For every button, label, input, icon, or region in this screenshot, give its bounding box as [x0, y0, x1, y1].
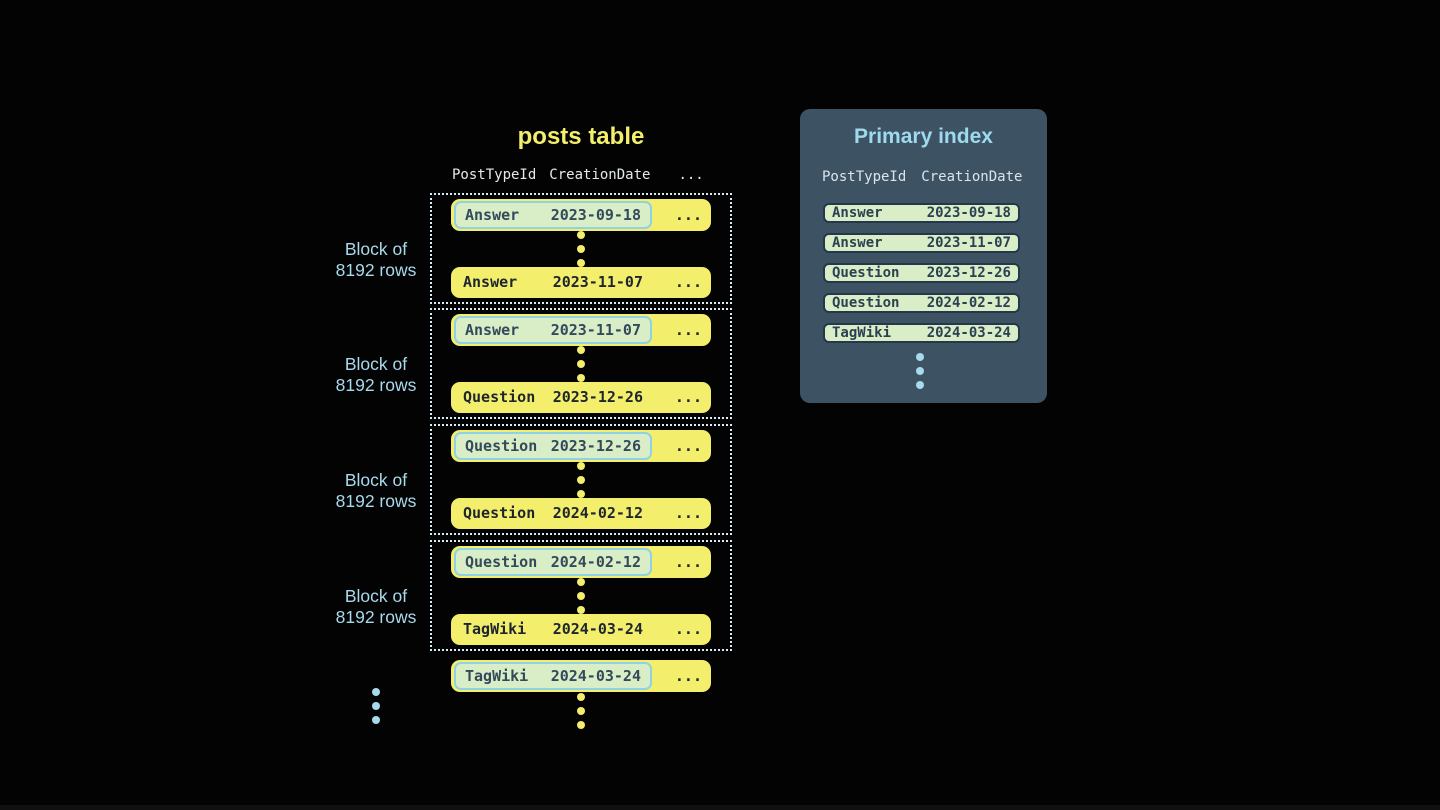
- table-row: TagWiki 2024-03-24 ...: [451, 613, 711, 645]
- row-more-columns: ...: [674, 667, 702, 685]
- index-posttypeid: Answer: [832, 235, 883, 251]
- index-entry: TagWiki 2024-03-24: [823, 323, 1020, 343]
- posts-table-title: posts table: [517, 123, 645, 150]
- row-key-badge: Question 2023-12-26: [454, 431, 652, 460]
- table-row-next-block: TagWiki 2024-03-24 ...: [451, 660, 711, 692]
- row-block-4: Question 2024-02-12 ... TagWiki 2024-03-…: [430, 540, 732, 651]
- primary-index-panel: Primary index PostTypeId CreationDate An…: [800, 109, 1047, 403]
- row-key: Question 2023-12-26: [454, 383, 652, 411]
- index-creationdate: 2023-09-18: [926, 205, 1011, 221]
- index-entry: Question 2024-02-12: [823, 293, 1020, 313]
- index-posttypeid: Question: [832, 295, 900, 311]
- more-rows-ellipsis-dots: [577, 693, 585, 729]
- index-entry: Answer 2023-09-18: [823, 203, 1020, 223]
- index-creationdate: 2023-11-07: [926, 235, 1011, 251]
- row-more-columns: ...: [674, 620, 702, 639]
- more-index-entries-ellipsis-dots: [916, 353, 924, 389]
- index-posttypeid: TagWiki: [832, 325, 892, 341]
- table-row: Question 2024-02-12 ...: [451, 497, 711, 529]
- row-posttypeid: Answer: [465, 205, 520, 224]
- index-header-creationdate: CreationDate: [921, 169, 1023, 185]
- table-row: Question 2023-12-26 ...: [451, 381, 711, 413]
- row-more-columns: ...: [674, 436, 702, 455]
- primary-index-title: Primary index: [854, 125, 993, 148]
- row-key: Question 2024-02-12: [454, 499, 652, 527]
- block-label-2: Block of 8192 rows: [296, 354, 456, 396]
- row-posttypeid: Question: [463, 388, 536, 407]
- row-creationdate: 2023-12-26: [552, 388, 643, 407]
- row-key-badge: Answer 2023-09-18: [454, 200, 652, 229]
- row-key-badge: Answer 2023-11-07: [454, 315, 652, 344]
- row-posttypeid: Question: [465, 552, 538, 571]
- ellipsis-dots: [577, 230, 585, 267]
- primary-index-column-headers: PostTypeId CreationDate: [822, 169, 1022, 185]
- posts-table-column-headers: PostTypeId CreationDate ...: [452, 167, 704, 183]
- table-row: Question 2024-02-12 ...: [451, 546, 711, 578]
- block-label-line2: 8192 rows: [335, 260, 417, 280]
- block-label-line1: Block of: [344, 239, 408, 259]
- primary-index-rows: Answer 2023-09-18 Answer 2023-11-07 Ques…: [823, 203, 1020, 343]
- posts-header-posttypeid: PostTypeId: [452, 167, 537, 183]
- row-more-columns: ...: [674, 273, 702, 292]
- row-key-badge: Question 2024-02-12: [454, 547, 652, 576]
- row-posttypeid: TagWiki: [463, 620, 527, 639]
- index-creationdate: 2024-02-12: [926, 295, 1011, 311]
- block-label-3: Block of 8192 rows: [296, 470, 456, 512]
- bottom-edge-strip: [0, 805, 1440, 810]
- index-header-posttypeid: PostTypeId: [822, 169, 907, 185]
- row-creationdate: 2024-03-24: [550, 667, 641, 685]
- row-more-columns: ...: [674, 320, 702, 339]
- index-creationdate: 2023-12-26: [926, 265, 1011, 281]
- row-key: TagWiki 2024-03-24: [454, 615, 652, 643]
- ellipsis-dots: [577, 345, 585, 382]
- row-more-columns: ...: [674, 552, 702, 571]
- block-label-4: Block of 8192 rows: [296, 586, 456, 628]
- row-key: Answer 2023-11-07: [454, 268, 652, 296]
- index-entry: Question 2023-12-26: [823, 263, 1020, 283]
- table-row: Answer 2023-11-07 ...: [451, 266, 711, 298]
- row-creationdate: 2023-09-18: [550, 205, 641, 224]
- row-block-1: Answer 2023-09-18 ... Answer 2023-11-07 …: [430, 193, 732, 304]
- index-creationdate: 2024-03-24: [926, 325, 1011, 341]
- table-row: Answer 2023-09-18 ...: [451, 199, 711, 231]
- row-key-badge: TagWiki 2024-03-24: [454, 662, 652, 690]
- row-posttypeid: Answer: [463, 273, 518, 292]
- row-posttypeid: Question: [465, 436, 538, 455]
- block-label-line1: Block of: [344, 586, 408, 606]
- row-creationdate: 2023-12-26: [550, 436, 641, 455]
- row-creationdate: 2024-02-12: [552, 504, 643, 523]
- row-posttypeid: Question: [463, 504, 536, 523]
- row-creationdate: 2023-11-07: [552, 273, 643, 292]
- ellipsis-dots: [577, 577, 585, 614]
- block-label-line1: Block of: [344, 470, 408, 490]
- row-more-columns: ...: [674, 205, 702, 224]
- index-posttypeid: Question: [832, 265, 900, 281]
- block-label-line2: 8192 rows: [335, 607, 417, 627]
- block-label-1: Block of 8192 rows: [296, 239, 456, 281]
- row-block-3: Question 2023-12-26 ... Question 2024-02…: [430, 424, 732, 535]
- row-posttypeid: TagWiki: [465, 667, 529, 685]
- block-label-line2: 8192 rows: [335, 375, 417, 395]
- row-posttypeid: Answer: [465, 320, 520, 339]
- table-row: Answer 2023-11-07 ...: [451, 314, 711, 346]
- index-posttypeid: Answer: [832, 205, 883, 221]
- row-more-columns: ...: [674, 388, 702, 407]
- row-creationdate: 2023-11-07: [550, 320, 641, 339]
- posts-header-more-columns: ...: [678, 167, 704, 183]
- row-creationdate: 2024-03-24: [552, 620, 643, 639]
- posts-header-creationdate: CreationDate: [549, 167, 651, 183]
- table-row: Question 2023-12-26 ...: [451, 430, 711, 462]
- block-label-line2: 8192 rows: [335, 491, 417, 511]
- row-block-2: Answer 2023-11-07 ... Question 2023-12-2…: [430, 308, 732, 419]
- ellipsis-dots: [577, 461, 585, 498]
- more-blocks-ellipsis-dots: [372, 688, 380, 724]
- row-more-columns: ...: [674, 504, 702, 523]
- block-label-line1: Block of: [344, 354, 408, 374]
- row-creationdate: 2024-02-12: [550, 552, 641, 571]
- index-entry: Answer 2023-11-07: [823, 233, 1020, 253]
